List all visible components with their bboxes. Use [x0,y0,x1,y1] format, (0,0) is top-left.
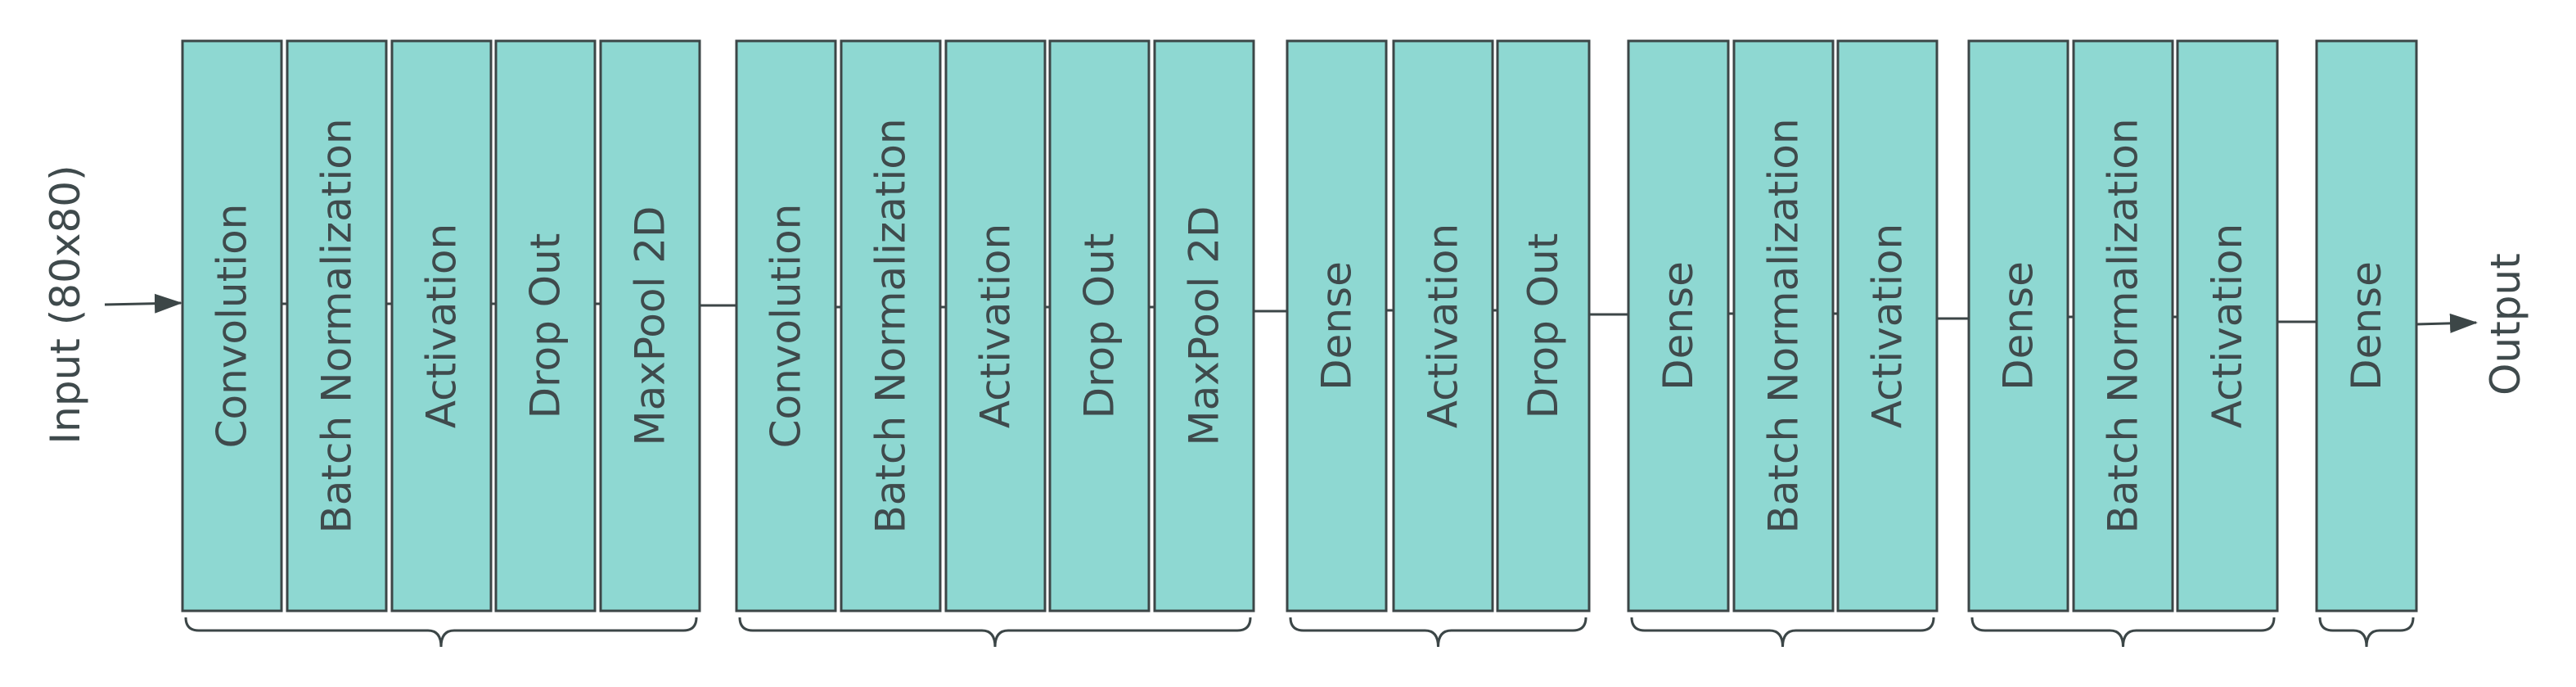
layer-batch-normalization: Batch Normalization [2072,39,2174,612]
layer-activation: Activation [390,39,493,612]
layer-label: Activation [972,224,1020,428]
layer-batch-normalization: Batch Normalization [1732,39,1835,612]
layer-label: Dense [1995,261,2042,391]
layer-label: Dense [1655,261,1702,391]
layer-box [1627,39,1730,612]
output-label: Output [2482,253,2529,395]
layer-box [944,39,1047,612]
layer-label: Convolution [209,204,256,449]
layer-box [2315,39,2418,612]
layer-box [1967,39,2069,612]
layer-dense: Dense [2315,39,2418,612]
layer-maxpool-2d: MaxPool 2D [1153,39,1255,612]
layer-label: Drop Out [1076,233,1124,419]
layer-box [1732,39,1835,612]
layer-dense: Dense [1627,39,1730,612]
layer-label: Batch Normalization [1760,118,1808,533]
layer-label: Batch Normalization [2100,118,2147,533]
layer-label: Activation [1864,224,1912,428]
layer-label: Activation [1420,224,1467,428]
layer-label: Dense [1313,261,1361,391]
group-braces [184,617,2415,648]
layer-box [181,39,283,612]
layer-label: MaxPool 2D [627,206,674,445]
layer-drop-out: Drop Out [1048,39,1151,612]
layer-box [840,39,942,612]
layer-label: Drop Out [522,233,570,419]
group-brace [184,617,698,648]
layer-activation: Activation [944,39,1047,612]
layers: Convolution Batch Normalization Activation… [181,39,2418,612]
layer-box [390,39,493,612]
layer-activation: Activation [1392,39,1494,612]
layer-label: MaxPool 2D [1181,206,1228,445]
input-label: Input (80x80) [42,165,89,444]
input-arrow [104,293,182,314]
layer-activation: Activation [1836,39,1939,612]
group-brace [738,617,1252,648]
layer-label: Activation [418,224,466,428]
layer-label: Batch Normalization [313,118,361,533]
group-brace [1970,617,2276,648]
layer-box [1286,39,1388,612]
group-brace [1289,617,1587,648]
layer-box [1496,39,1591,612]
layer-box [494,39,597,612]
layer-batch-normalization: Batch Normalization [286,39,388,612]
layer-convolution: Convolution [181,39,283,612]
layer-maxpool-2d: MaxPool 2D [599,39,701,612]
layer-batch-normalization: Batch Normalization [840,39,942,612]
layer-drop-out: Drop Out [1496,39,1591,612]
layer-label: Convolution [763,204,810,449]
layer-label: Drop Out [1520,233,1567,419]
output-arrow [2416,313,2478,333]
layer-box [2072,39,2174,612]
layer-box [2176,39,2279,612]
group-brace [1630,617,1935,648]
layer-label: Activation [2204,224,2251,428]
layer-box [286,39,388,612]
layer-box [1836,39,1939,612]
layer-label: Batch Normalization [867,118,915,533]
layer-box [1392,39,1494,612]
layer-box [599,39,701,612]
layer-box [735,39,837,612]
layer-drop-out: Drop Out [494,39,597,612]
layer-box [1153,39,1255,612]
group-brace [2318,617,2415,648]
layer-label: Dense [2343,261,2390,391]
layer-convolution: Convolution [735,39,837,612]
layer-dense: Dense [1967,39,2069,612]
io-labels: Input (80x80) Output [42,165,2529,444]
layer-activation: Activation [2176,39,2279,612]
layer-box [1048,39,1151,612]
layer-dense: Dense [1286,39,1388,612]
